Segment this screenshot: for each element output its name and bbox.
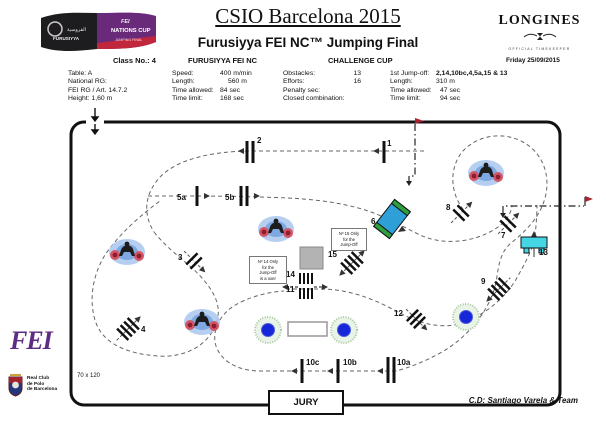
jumpoff-note-14: Nº 14 Only for the Jump-Off is a oxer	[249, 256, 287, 285]
obstacle-10a	[386, 357, 396, 383]
obstacle-9	[486, 277, 511, 302]
obstacle-8	[450, 201, 473, 224]
white-box	[287, 321, 328, 337]
course-designer-credit: C.D: Santiago Varela & Team	[468, 396, 578, 405]
club-line3: de Barcelona	[27, 387, 58, 393]
club-line2: de Polo	[27, 381, 45, 387]
arena-size-label: 70 x 120	[77, 373, 101, 379]
jury-box: JURY	[268, 390, 344, 415]
real-club-polo-text: Real Club de Polo de Barcelona	[27, 376, 57, 393]
obstacle-2	[245, 141, 255, 163]
note-14-line3: Jump-Off	[259, 270, 277, 276]
note-15-line1: Nº 15 Only	[338, 231, 360, 236]
obstacle-12	[405, 308, 428, 331]
gray-box	[299, 246, 324, 270]
obstacle-14-11	[285, 273, 324, 299]
note-15-line2: for the	[343, 236, 355, 242]
finish-flag-icon	[585, 196, 593, 202]
obstacle-6	[372, 198, 412, 240]
obstacle-13	[520, 231, 548, 257]
obstacle-3	[183, 250, 206, 273]
note-14-line4: is a oxer	[260, 275, 276, 281]
tree-decoration	[254, 316, 282, 344]
fei-logo: FEI	[10, 326, 53, 355]
obstacle-15	[339, 250, 365, 276]
obstacle-5b	[239, 186, 249, 206]
start-line	[406, 118, 424, 186]
note-14-line2: for the	[262, 264, 274, 270]
note-14-line1: Nº 14 Only	[257, 259, 279, 264]
horse-decoration	[184, 309, 220, 335]
tree-decoration	[330, 316, 358, 344]
note-15-line3: Jump-Off	[340, 242, 358, 248]
start-flag-icon	[415, 118, 424, 124]
entrance-arrows-icon	[90, 108, 100, 136]
jumpoff-note-15: Nº 15 Only for the Jump-Off	[331, 228, 367, 251]
tree-decoration	[452, 303, 480, 331]
real-club-polo-crest-icon	[8, 374, 23, 397]
horse-decoration	[468, 160, 504, 186]
horse-decoration	[258, 216, 294, 242]
horse-decoration	[109, 239, 145, 265]
club-line1: Real Club	[27, 376, 50, 381]
finish-line	[500, 196, 593, 218]
obstacle-4	[116, 316, 141, 341]
